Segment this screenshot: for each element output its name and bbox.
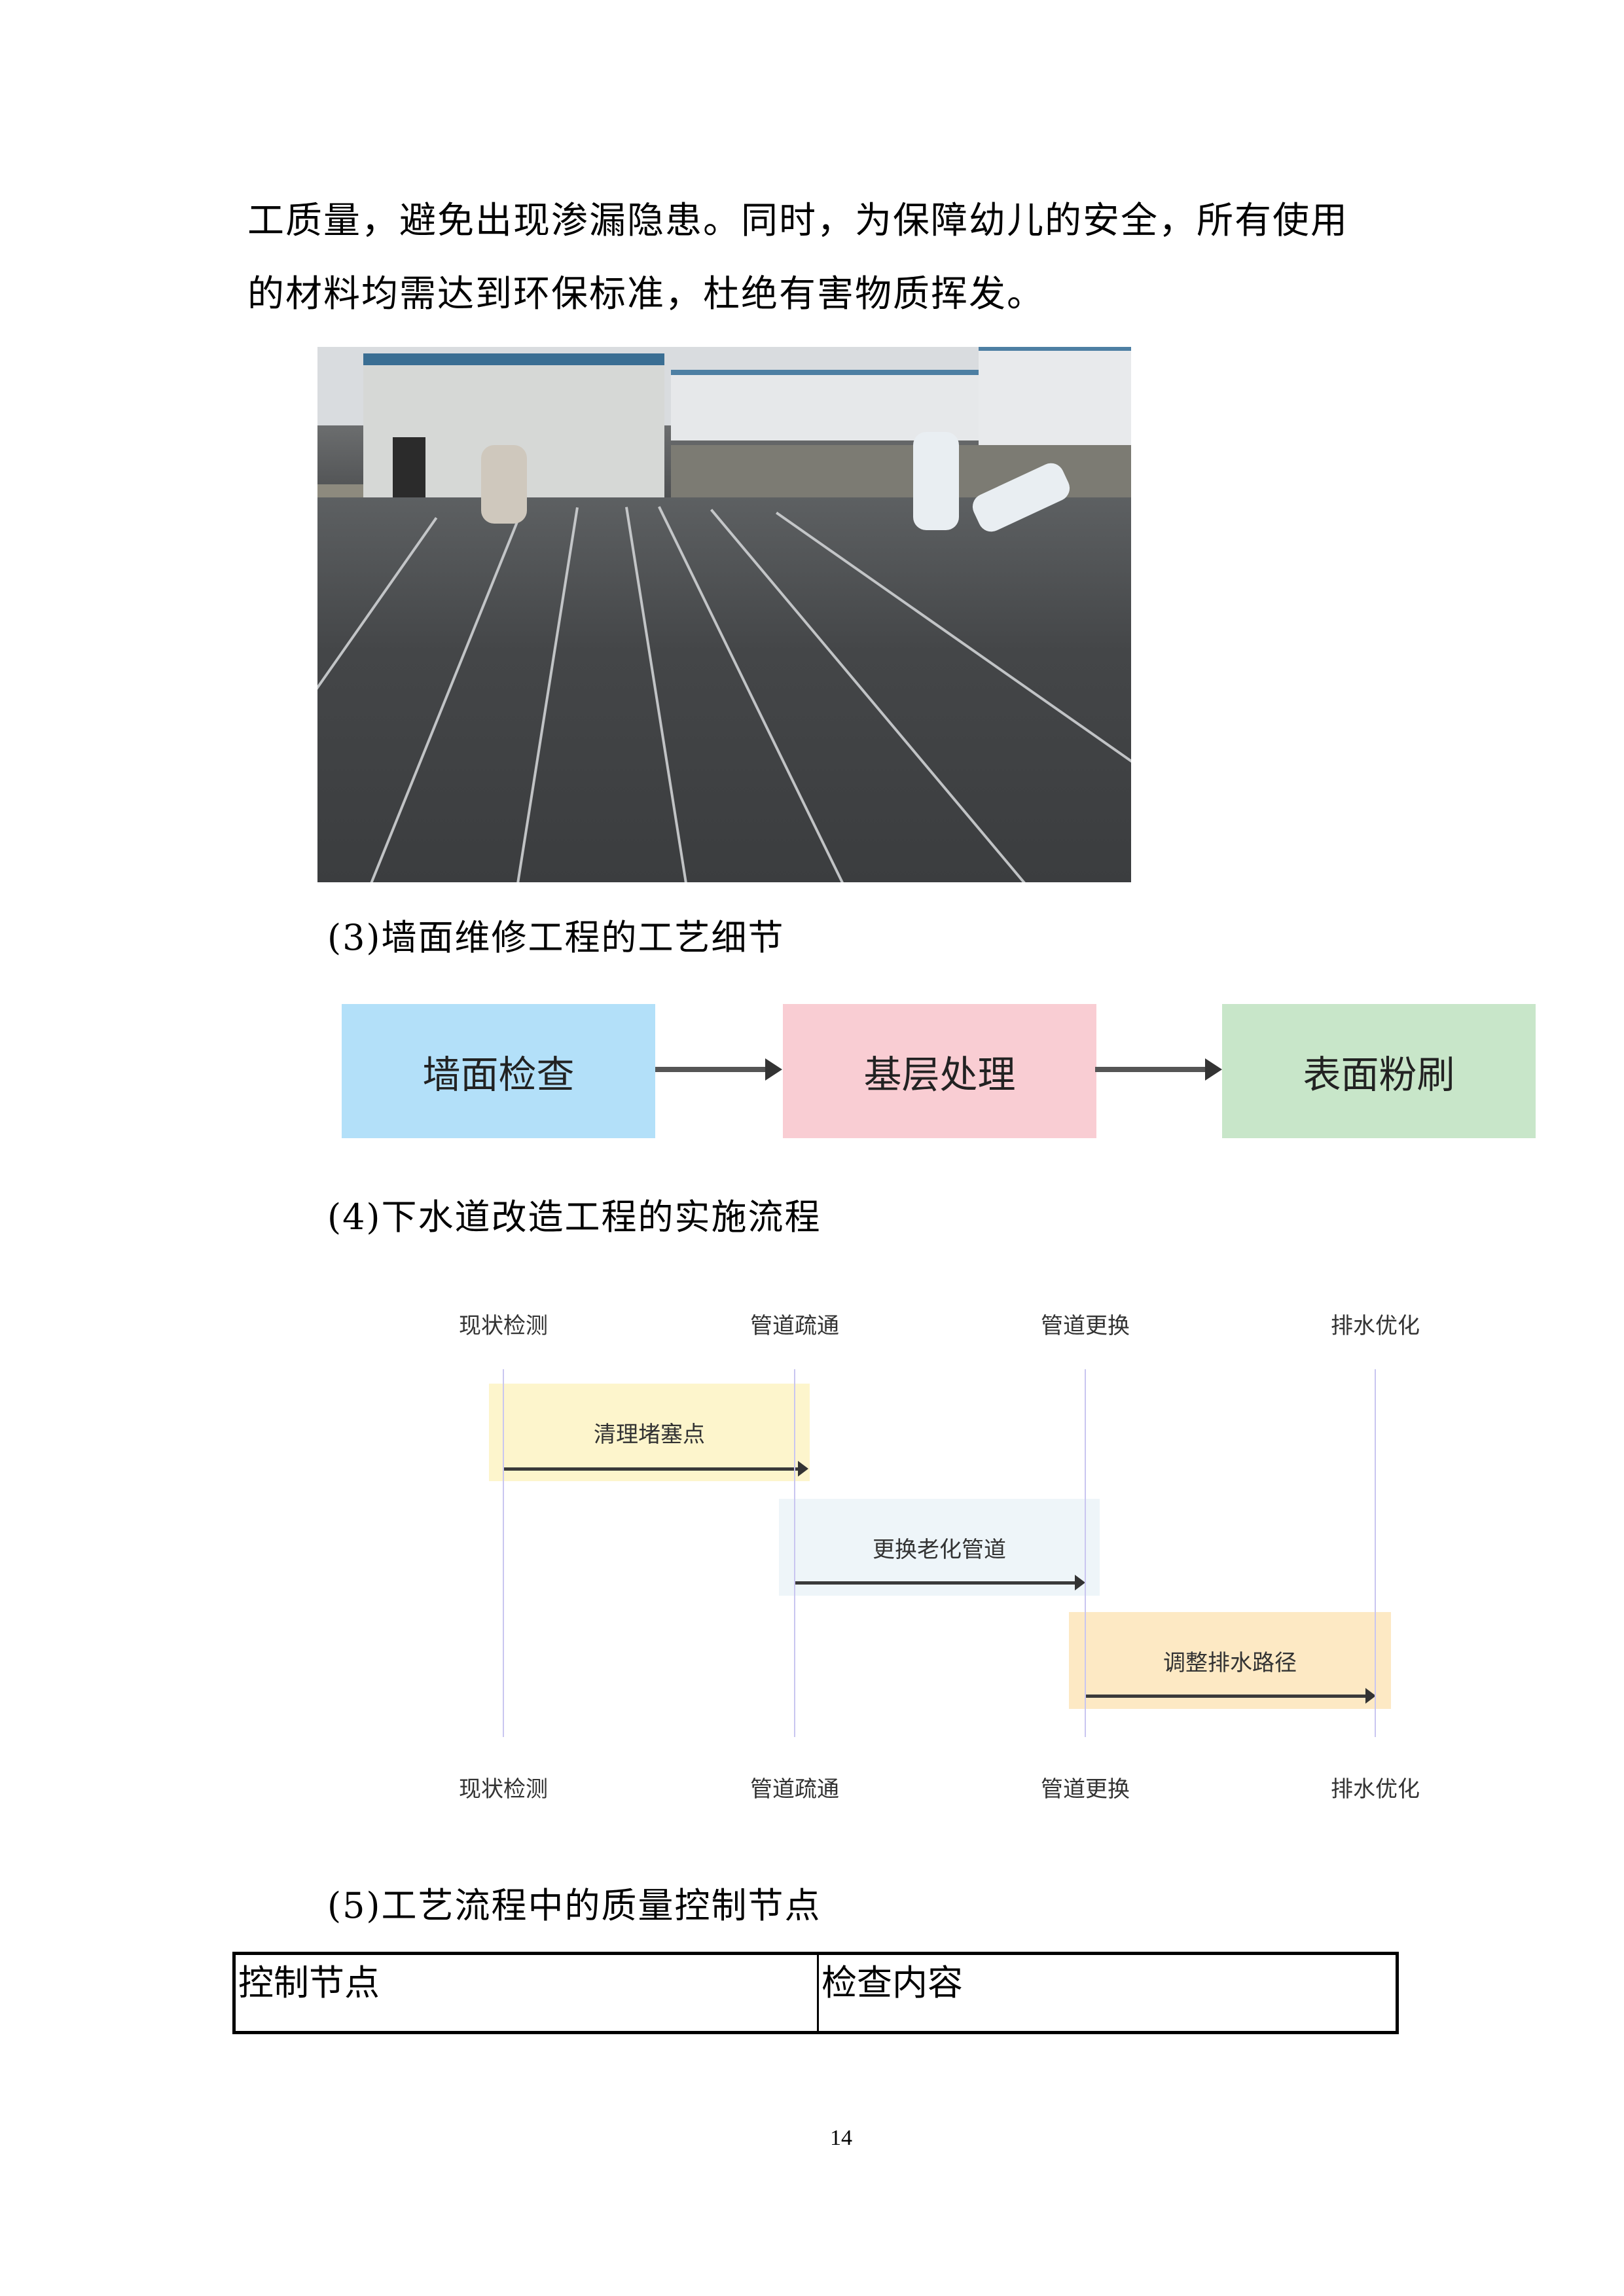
flow-step-base-treatment: 基层处理 (783, 1004, 1096, 1138)
message-note-adjust-drainage: 调整排水路径 (1069, 1612, 1391, 1709)
body-paragraph-line-1: 工质量，避免出现渗漏隐患。同时，为保障幼儿的安全，所有使用 (247, 200, 1348, 242)
flow-step-label: 表面粉刷 (1303, 1052, 1455, 1097)
participant-label-bottom: 现状检测 (459, 1776, 548, 1803)
flow-arrow-icon (1095, 1058, 1222, 1081)
message-label: 调整排水路径 (1163, 1650, 1297, 1676)
photo-worker (481, 445, 527, 524)
page-number: 14 (830, 2126, 852, 2150)
message-arrow-icon (503, 1461, 808, 1477)
section-3-heading: (3)墙面维修工程的工艺细节 (327, 917, 785, 958)
participant-label-top: 现状检测 (459, 1313, 548, 1339)
participant-label-bottom: 管道疏通 (750, 1776, 839, 1803)
section-4-heading: (4)下水道改造工程的实施流程 (327, 1196, 821, 1238)
section-5-heading: (5)工艺流程中的质量控制节点 (327, 1885, 821, 1926)
photo-background-building-right (979, 347, 1131, 449)
lifeline (1085, 1369, 1086, 1737)
participant-label-bottom: 排水优化 (1331, 1776, 1420, 1803)
body-paragraph-line-2: 的材料均需达到环保标准，杜绝有害物质挥发。 (247, 273, 1045, 315)
message-label: 更换老化管道 (873, 1537, 1006, 1563)
photo-worker (913, 432, 959, 530)
participant-label-top: 管道疏通 (750, 1313, 839, 1339)
quality-control-table: 控制节点 检查内容 (232, 1952, 1399, 2034)
roof-waterproofing-photo (317, 347, 1131, 882)
message-arrow-icon (1085, 1688, 1376, 1704)
message-note-clear-blockage: 清理堵塞点 (489, 1384, 810, 1481)
table-header-check-content: 检查内容 (821, 1962, 963, 2003)
message-arrow-icon (795, 1575, 1085, 1590)
photo-roof-membrane (317, 497, 1131, 882)
flow-arrow-icon (655, 1058, 782, 1081)
flow-step-label: 墙面检查 (422, 1052, 575, 1097)
participant-label-top: 排水优化 (1331, 1313, 1420, 1339)
participant-label-bottom: 管道更换 (1041, 1776, 1130, 1803)
lifeline (1375, 1369, 1376, 1737)
participant-label-top: 管道更换 (1041, 1313, 1130, 1339)
table-header-control-node: 控制节点 (236, 1955, 819, 2031)
lifeline (503, 1369, 504, 1737)
message-note-replace-pipes: 更换老化管道 (779, 1499, 1100, 1596)
photo-background-building (671, 370, 979, 440)
lifeline (794, 1369, 795, 1737)
flow-step-wall-inspection: 墙面检查 (342, 1004, 655, 1138)
flow-step-label: 基层处理 (863, 1052, 1016, 1097)
message-label: 清理堵塞点 (594, 1422, 705, 1448)
flow-step-surface-painting: 表面粉刷 (1222, 1004, 1536, 1138)
